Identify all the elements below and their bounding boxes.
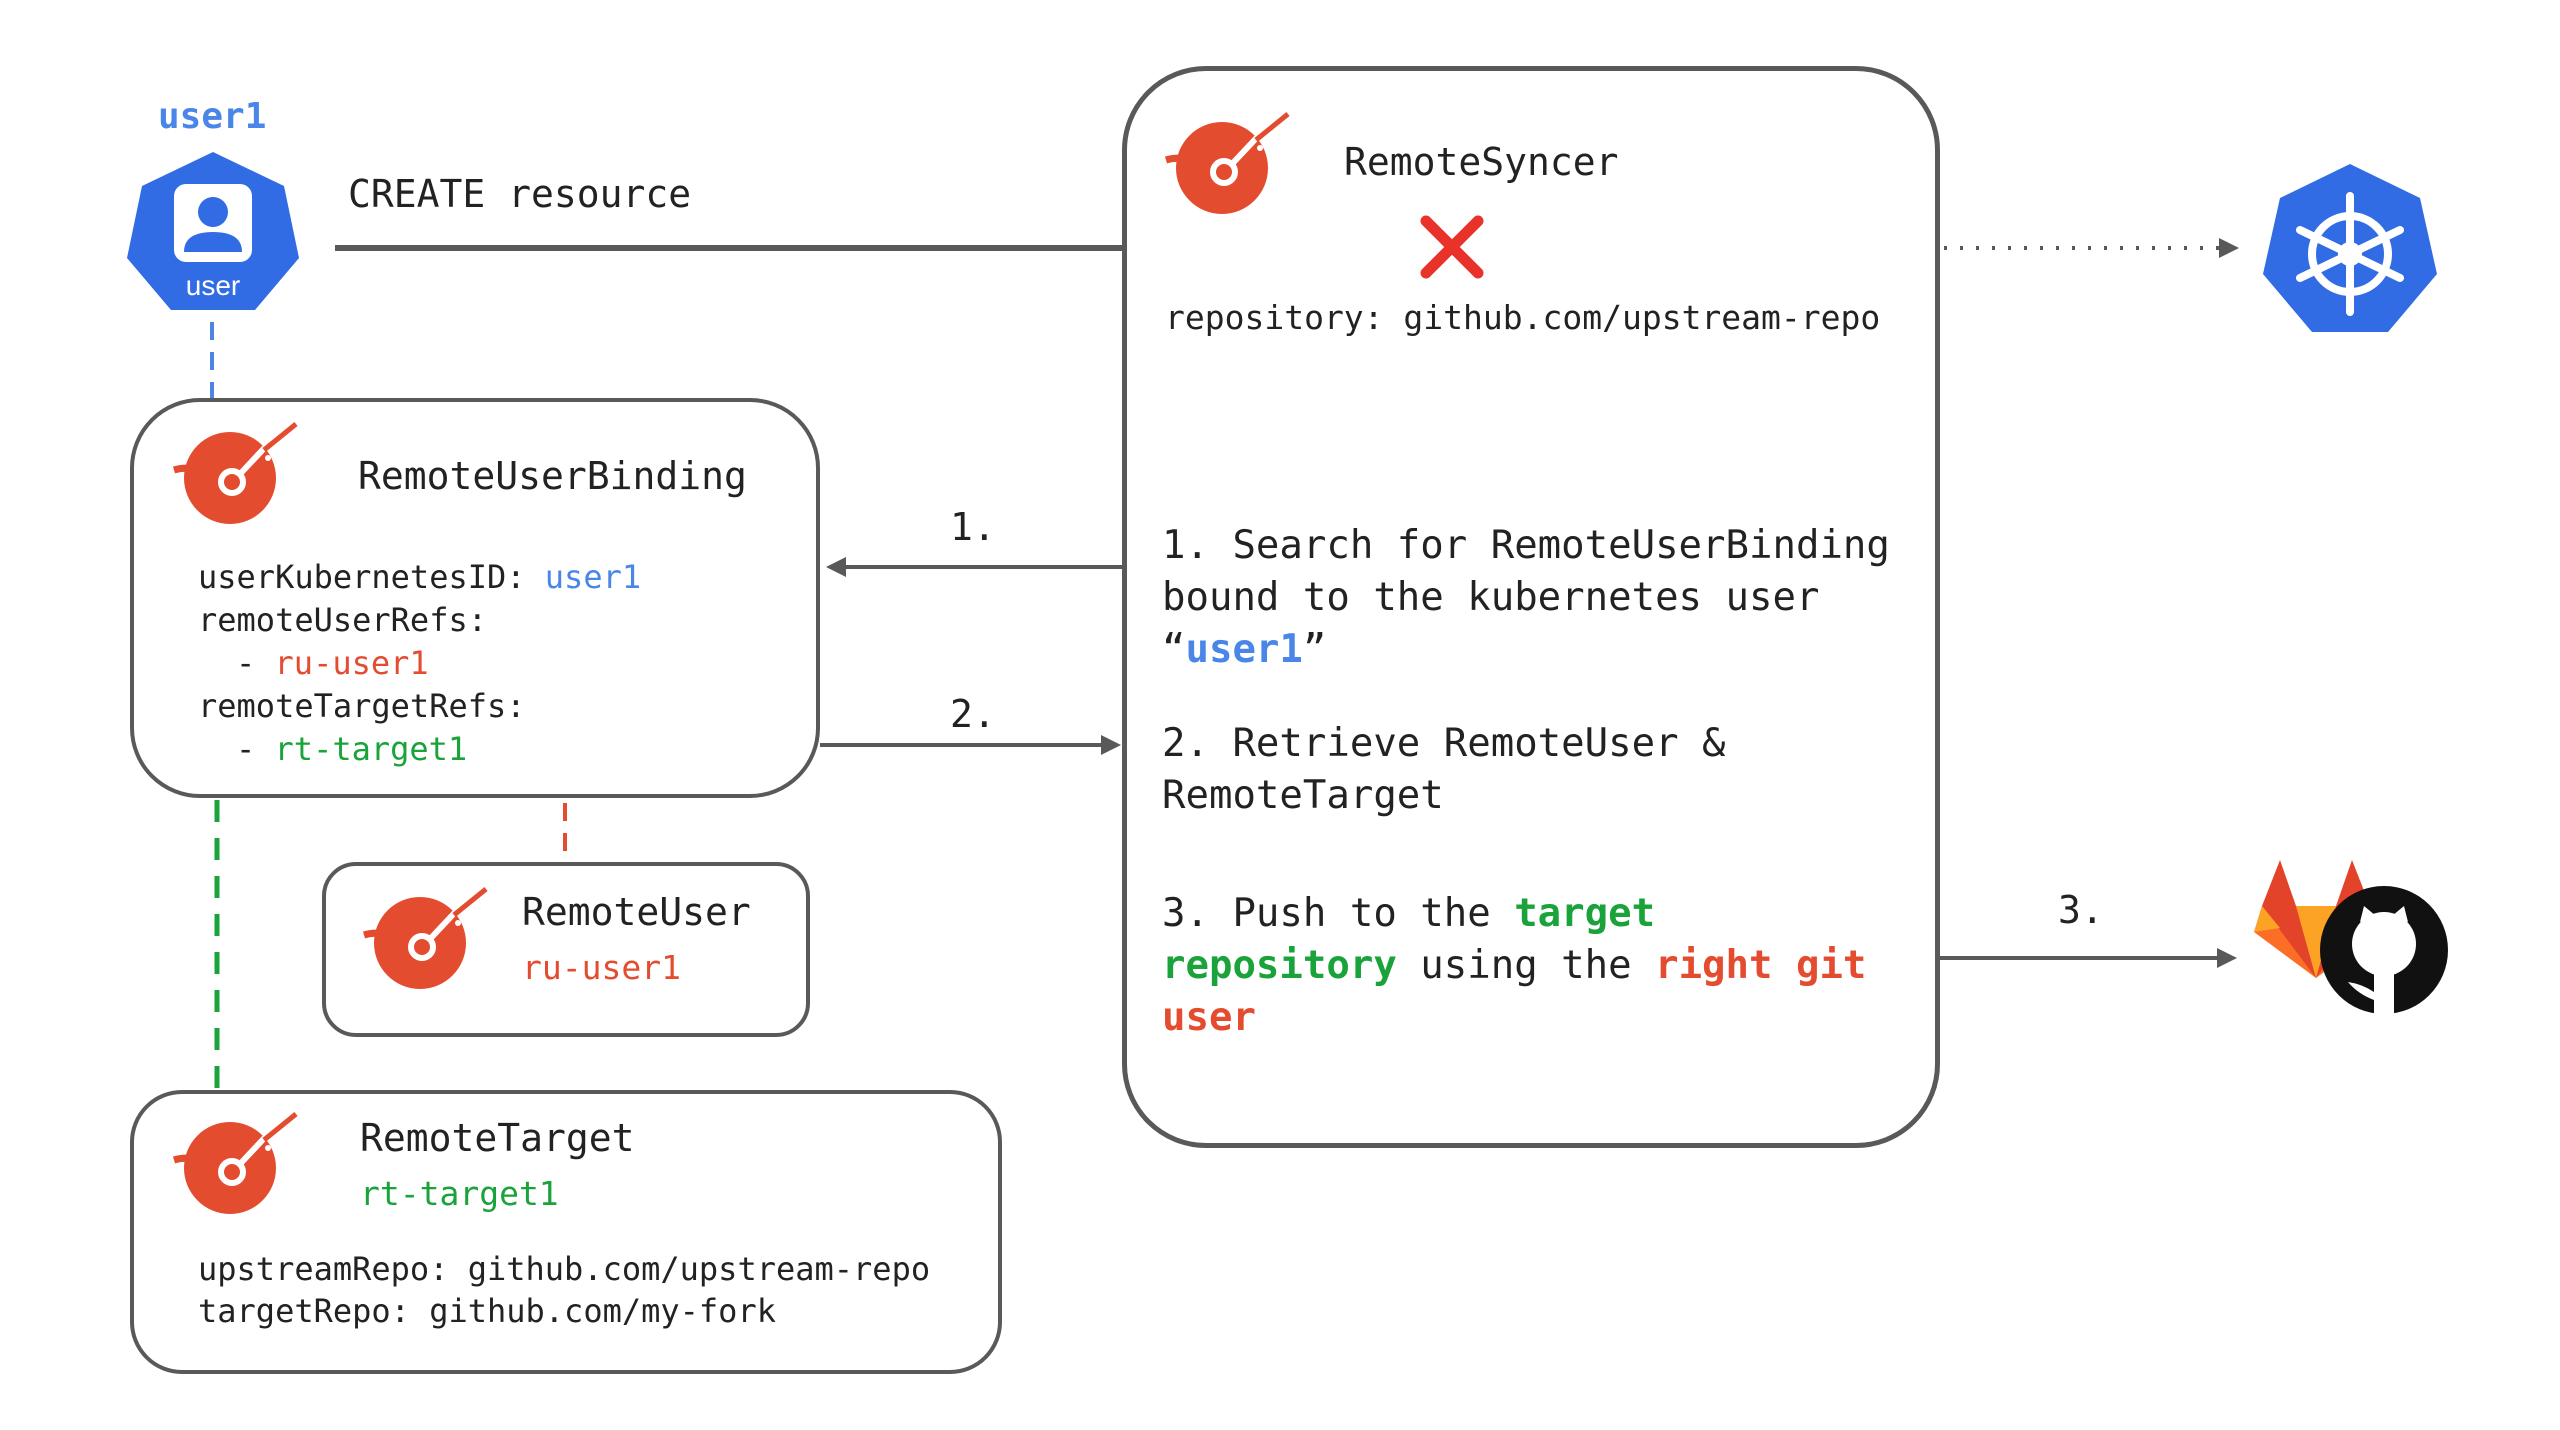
remote-syncer-title: RemoteSyncer: [1344, 140, 1619, 184]
step-2-line-2: RemoteTarget: [1162, 773, 1444, 818]
step-3-text: 3. Push to the target repository using t…: [1162, 888, 1866, 1044]
step-3-repository: repository: [1162, 943, 1397, 988]
binding-target-refs-label: remoteTargetRefs:: [198, 687, 526, 725]
step-3-right-git: right git: [1655, 943, 1867, 988]
step-3-line-2: repository using the right git: [1162, 943, 1867, 988]
step-3-line-3: user: [1162, 992, 1866, 1044]
step-1-line-3: “user1”: [1162, 627, 1327, 672]
step-2-text: 2. Retrieve RemoteUser & RemoteTarget: [1162, 718, 1726, 822]
remote-target-title: RemoteTarget: [360, 1116, 635, 1160]
remote-target-logo-icon: [168, 1110, 308, 1224]
arrow-3-label: 3.: [2058, 888, 2104, 932]
binding-k8s-id-value: user1: [544, 558, 642, 596]
user-icon-caption: user: [185, 270, 241, 301]
binding-k8s-id: userKubernetesID: user1: [198, 558, 642, 596]
syncer-repository: repository: github.com/upstream-repo: [1165, 298, 1880, 337]
github-icon: [2318, 884, 2450, 1020]
remote-target-box: [130, 1090, 1002, 1374]
binding-user-refs-label: remoteUserRefs:: [198, 601, 487, 639]
binding-user-ref-value: ru-user1: [274, 644, 429, 682]
syncer-repository-label: repository:: [1165, 298, 1384, 337]
binding-logo-icon: [168, 420, 308, 534]
remote-user-name: ru-user1: [522, 948, 681, 987]
remote-user-title: RemoteUser: [522, 890, 751, 934]
red-x-icon: [1420, 215, 1484, 283]
remote-user-logo-icon: [358, 885, 498, 999]
remote-target-target: targetRepo: github.com/my-fork: [198, 1292, 776, 1330]
kubernetes-wheel-icon: [2260, 160, 2440, 340]
remote-user-binding-title: RemoteUserBinding: [358, 454, 747, 498]
remote-target-upstream: upstreamRepo: github.com/upstream-repo: [198, 1250, 931, 1288]
remote-syncer-box: [1122, 66, 1940, 1148]
binding-target-ref-value: rt-target1: [274, 730, 468, 768]
step-1-text: 1. Search for RemoteUserBinding bound to…: [1162, 520, 1890, 676]
binding-target-ref: - rt-target1: [236, 730, 468, 768]
remote-target-name: rt-target1: [360, 1174, 559, 1213]
user-name-label: user1: [158, 96, 267, 137]
remote-target-spec: upstreamRepo: github.com/upstream-repo t…: [198, 1248, 930, 1332]
step-2-line-1: 2. Retrieve RemoteUser &: [1162, 721, 1726, 766]
step-1-line-2: bound to the kubernetes user: [1162, 575, 1820, 620]
step-1-user: user1: [1185, 627, 1303, 672]
step-3-target: target: [1514, 891, 1656, 936]
step-3-line-1: 3. Push to the target: [1162, 891, 1656, 936]
step-1-line-1: 1. Search for RemoteUserBinding: [1162, 523, 1890, 568]
user-badge-icon: user: [124, 148, 302, 316]
create-resource-label: CREATE resource: [348, 172, 692, 216]
binding-spec: userKubernetesID: user1 remoteUserRefs: …: [198, 556, 641, 771]
remote-syncer-logo-icon: [1160, 110, 1300, 224]
step-3-user: user: [1162, 995, 1256, 1040]
syncer-repository-value: github.com/upstream-repo: [1403, 298, 1881, 337]
arrow-1-label: 1.: [950, 505, 996, 549]
binding-user-ref: - ru-user1: [236, 644, 429, 682]
arrow-2-label: 2.: [950, 692, 996, 736]
